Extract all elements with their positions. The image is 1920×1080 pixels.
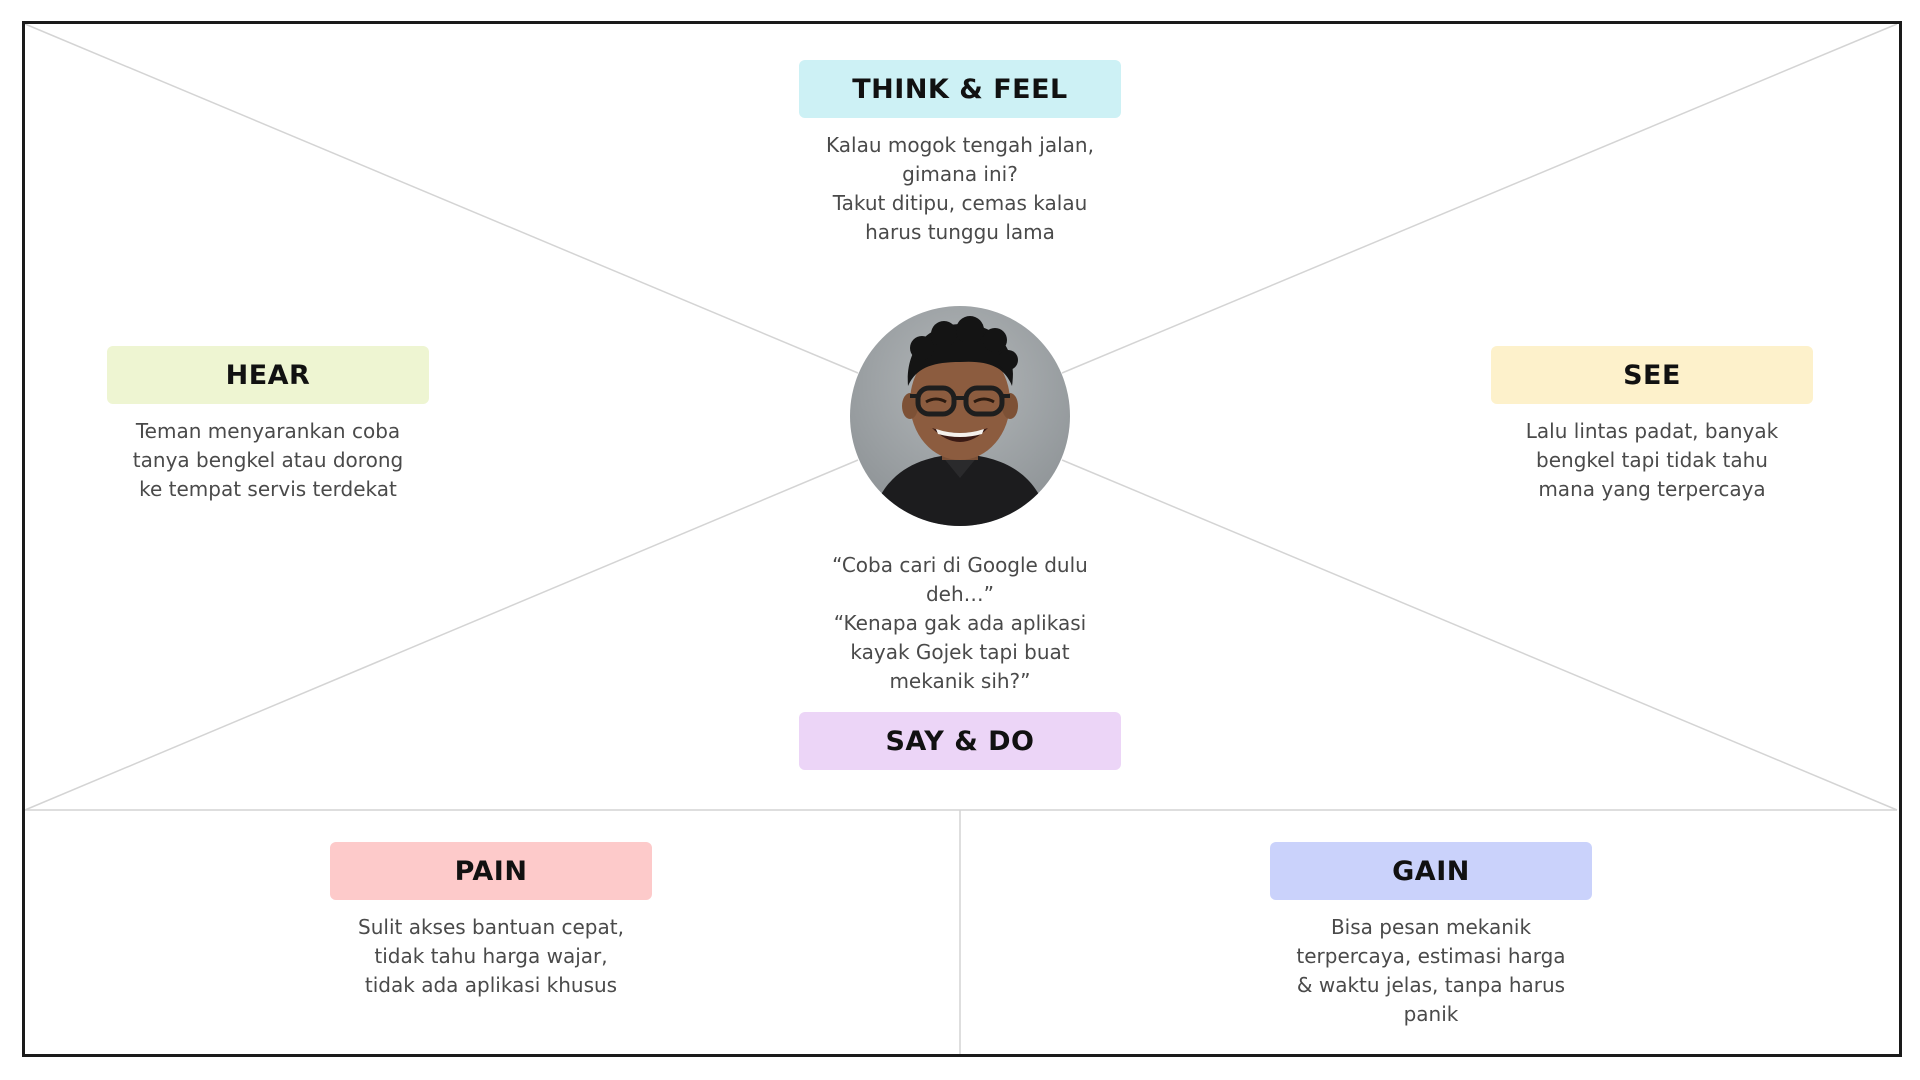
gain-line: terpercaya, estimasi harga bbox=[1296, 944, 1566, 968]
map-frame bbox=[22, 21, 1902, 1057]
say-do-line: kayak Gojek tapi buat bbox=[850, 640, 1070, 664]
say-do-line: deh…” bbox=[925, 582, 995, 606]
gain-line: Bisa pesan mekanik bbox=[1330, 915, 1532, 939]
think-feel-line: Kalau mogok tengah jalan, bbox=[826, 133, 1094, 157]
person-photo-icon bbox=[870, 316, 1050, 526]
diagonal-line-top-right bbox=[1061, 23, 1898, 374]
see-label: SEE bbox=[1491, 346, 1813, 404]
pain-line: Sulit akses bantuan cepat, bbox=[358, 915, 624, 939]
say-do-label: SAY & DO bbox=[799, 712, 1121, 770]
diagonal-line-bottom-right bbox=[1061, 459, 1898, 811]
say-do-line: “Coba cari di Google dulu bbox=[832, 553, 1088, 577]
diagonal-line-bottom-left bbox=[24, 459, 859, 811]
think-feel-line: harus tunggu lama bbox=[865, 220, 1055, 244]
say-do-line: “Kenapa gak ada aplikasi bbox=[833, 611, 1087, 635]
gain-label: GAIN bbox=[1270, 842, 1592, 900]
see-line: mana yang terpercaya bbox=[1538, 477, 1766, 501]
see-line: bengkel tapi tidak tahu bbox=[1536, 448, 1768, 472]
think-feel-line: Takut ditipu, cemas kalau bbox=[832, 191, 1088, 215]
say-do-text: “Coba cari di Google dulu deh…” “Kenapa … bbox=[780, 551, 1140, 696]
think-feel-text: Kalau mogok tengah jalan, gimana ini? Ta… bbox=[780, 131, 1140, 247]
gain-line: panik bbox=[1403, 1002, 1459, 1026]
pain-label: PAIN bbox=[330, 842, 652, 900]
gain-line: & waktu jelas, tanpa harus bbox=[1296, 973, 1566, 997]
think-feel-label: THINK & FEEL bbox=[799, 60, 1121, 118]
gain-text: Bisa pesan mekanik terpercaya, estimasi … bbox=[1251, 913, 1611, 1029]
see-text: Lalu lintas padat, banyak bengkel tapi t… bbox=[1472, 417, 1832, 504]
persona-avatar bbox=[850, 306, 1070, 526]
say-do-line: mekanik sih?” bbox=[889, 669, 1031, 693]
pain-text: Sulit akses bantuan cepat, tidak tahu ha… bbox=[311, 913, 671, 1000]
see-line: Lalu lintas padat, banyak bbox=[1525, 419, 1779, 443]
hear-line: Teman menyarankan coba bbox=[135, 419, 401, 443]
pain-line: tidak ada aplikasi khusus bbox=[364, 973, 618, 997]
hear-text: Teman menyarankan coba tanya bengkel ata… bbox=[88, 417, 448, 504]
hear-line: tanya bengkel atau dorong bbox=[132, 448, 404, 472]
diagonal-line-top-left bbox=[24, 23, 859, 374]
pain-line: tidak tahu harga wajar, bbox=[374, 944, 608, 968]
think-feel-line: gimana ini? bbox=[902, 162, 1018, 186]
hear-line: ke tempat servis terdekat bbox=[139, 477, 397, 501]
hear-label: HEAR bbox=[107, 346, 429, 404]
